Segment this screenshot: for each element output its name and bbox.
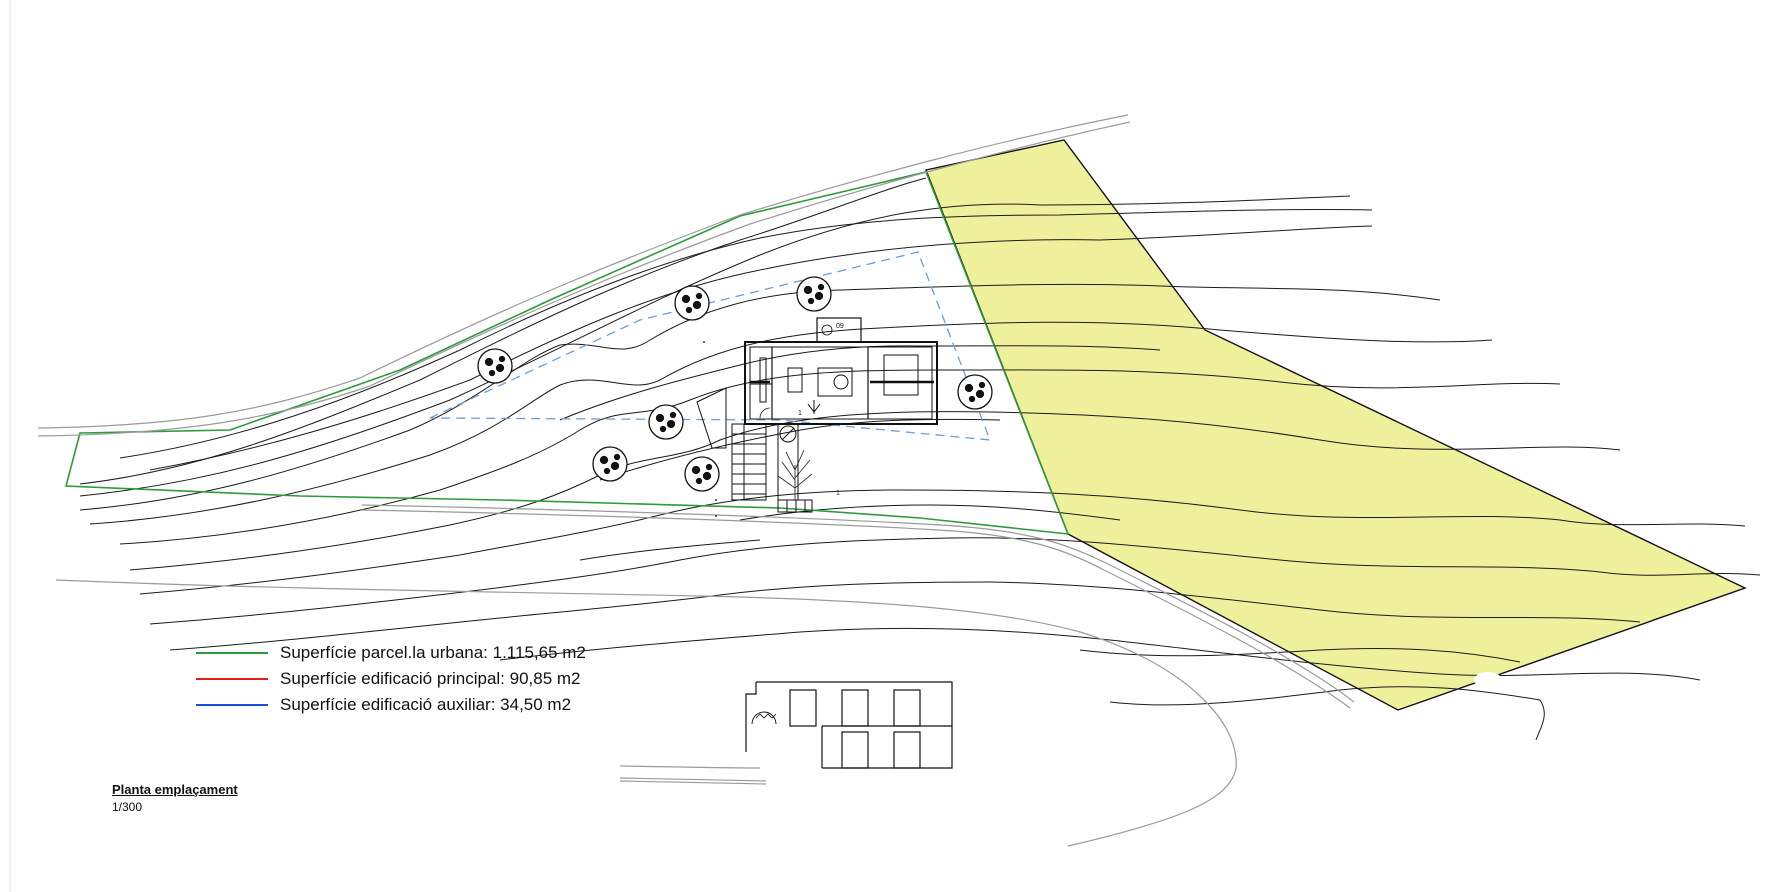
tree	[674, 285, 710, 321]
legend-label-parcel: Superfície parcel.la urbana: 1.115,65 m2	[280, 643, 586, 662]
legend-swatch-main-building	[196, 678, 268, 680]
legend-swatch-parcel	[196, 652, 268, 654]
sofa	[817, 367, 853, 397]
legend-label-auxiliary-building: Superfície edificació auxiliar: 34,50 m2	[280, 695, 572, 714]
plan-title: Planta emplaçament	[112, 782, 238, 797]
title-block: Planta emplaçament 1/300	[112, 782, 238, 814]
tree	[477, 348, 513, 384]
dining-table	[787, 367, 803, 393]
tree	[592, 446, 628, 482]
kitchen-counter	[759, 357, 767, 403]
legend-item-main-building: Superfície edificació principal: 90,85 m…	[196, 666, 586, 692]
point-number-label: 1	[836, 490, 840, 497]
terrace-pergola	[696, 387, 813, 513]
road-edges	[37, 114, 1355, 847]
bed	[883, 354, 919, 396]
main-building	[744, 317, 938, 425]
bare-tree	[777, 449, 813, 500]
tree	[796, 276, 832, 312]
parcel-boundary	[64, 171, 1070, 535]
tree	[648, 404, 684, 440]
legend-label-main-building: Superfície edificació principal: 90,85 m…	[280, 669, 581, 688]
tree	[684, 456, 720, 492]
room-number-label: 1	[798, 410, 802, 417]
survey-points	[703, 341, 717, 517]
annex-circle	[821, 324, 833, 336]
trees	[477, 276, 993, 492]
table	[833, 374, 849, 390]
blot-mark	[1474, 672, 1502, 688]
legend-item-auxiliary-building: Superfície edificació auxiliar: 34,50 m2	[196, 692, 586, 718]
legend-swatch-auxiliary-building	[196, 704, 268, 706]
legend-item-parcel: Superfície parcel.la urbana: 1.115,65 m2	[196, 640, 586, 666]
contour-lines	[79, 177, 1761, 741]
annex-box	[816, 317, 862, 343]
elevation-outline	[745, 681, 953, 769]
door-swing	[759, 407, 771, 419]
tree	[957, 374, 993, 410]
plan-scale: 1/300	[112, 800, 143, 814]
legend: Superfície parcel.la urbana: 1.115,65 m2…	[196, 640, 586, 718]
room-tag: 09	[836, 323, 844, 330]
plant-symbol	[807, 400, 821, 414]
setback-line	[429, 251, 991, 441]
